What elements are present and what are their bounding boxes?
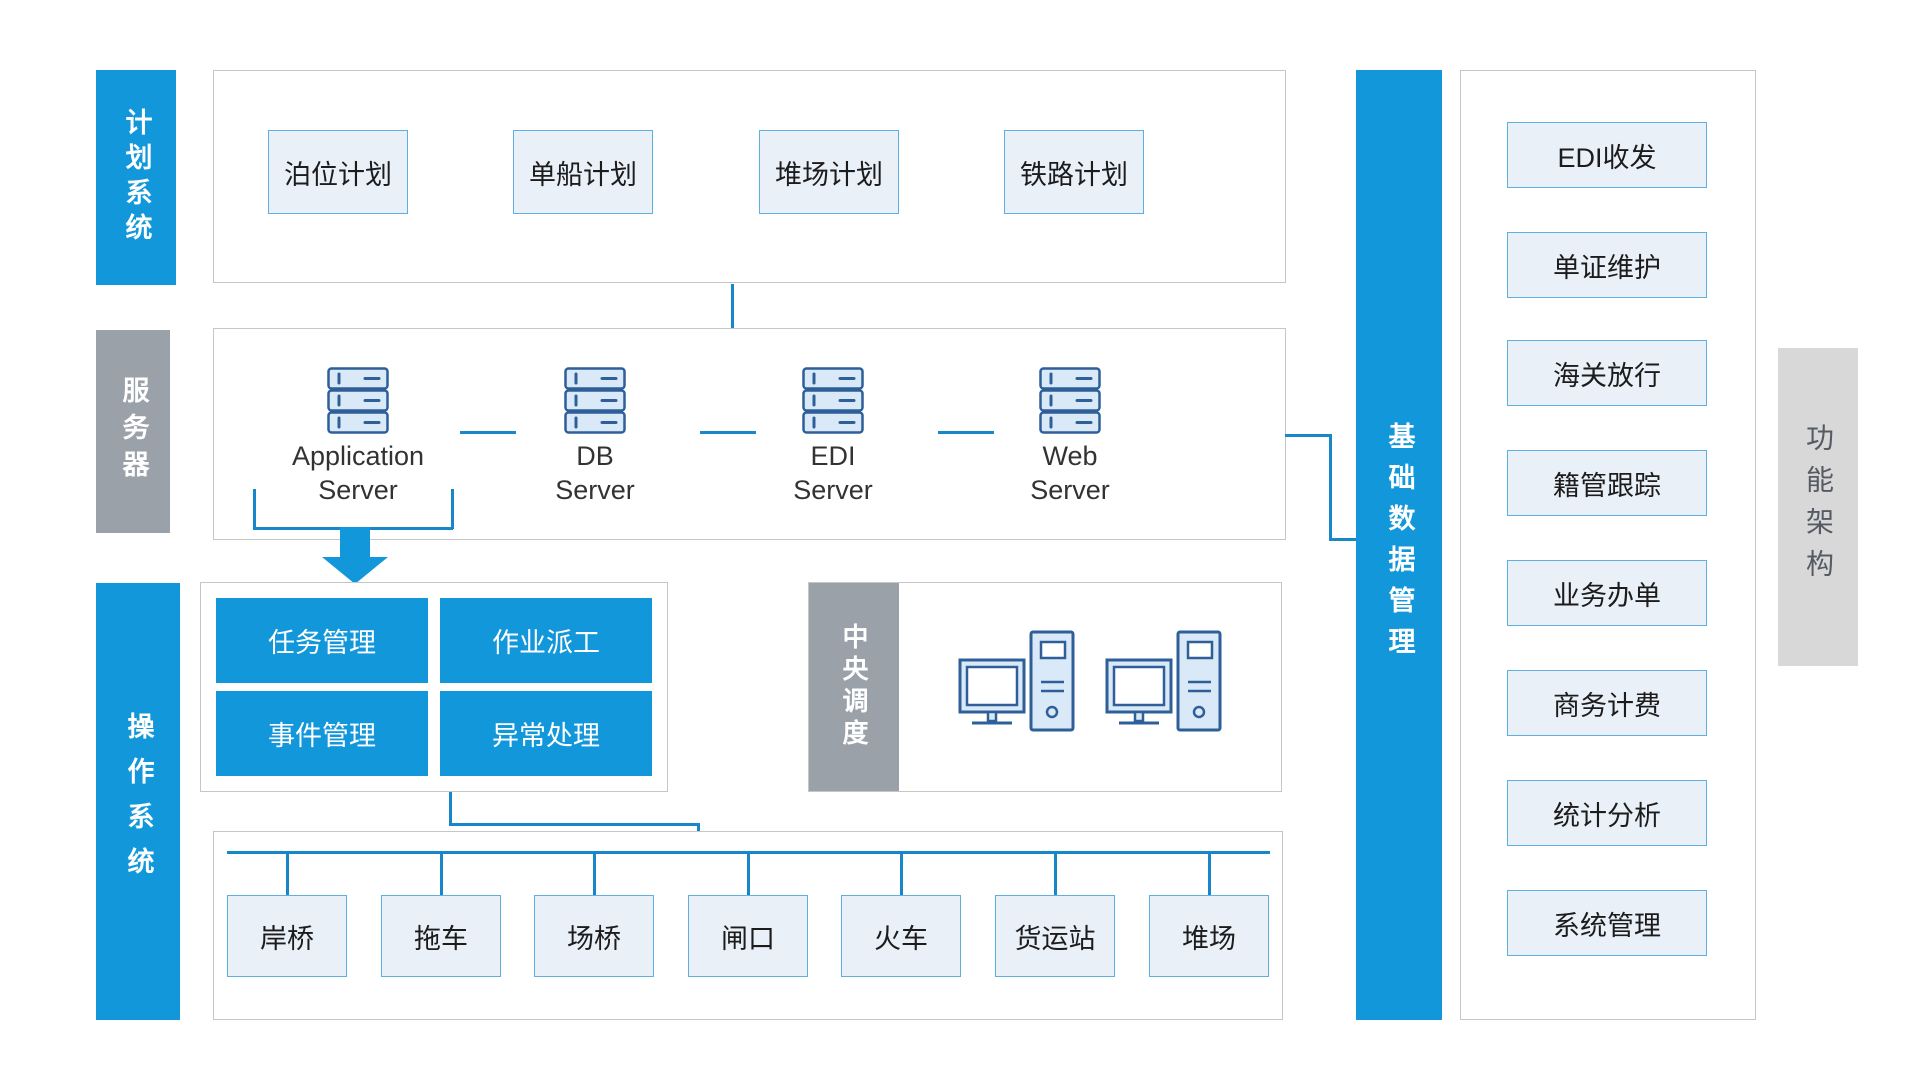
function-box-customs: 海关放行 — [1507, 340, 1707, 406]
server-link-line — [938, 431, 994, 434]
plan-box-vessel: 单船计划 — [513, 130, 653, 214]
central-dispatch-bar: 中央调度 — [809, 583, 899, 791]
operation-system-label: 操作系统 — [123, 711, 154, 892]
function-box-document: 单证维护 — [1507, 232, 1707, 298]
base-data-management-bar: 基础数据管理 — [1356, 70, 1442, 1020]
equipment-box-freight-station: 货运站 — [995, 895, 1115, 977]
architecture-title-label: 功能架构 — [1803, 423, 1834, 591]
function-box-billing: 商务计费 — [1507, 670, 1707, 736]
application-server-label: Application Server — [291, 441, 425, 505]
server-link-line — [700, 431, 756, 434]
task-box-exception: 异常处理 — [440, 691, 652, 776]
bracket-right-line — [451, 489, 454, 529]
bracket-left-line — [253, 489, 256, 529]
equipment-drop-line — [286, 852, 289, 896]
server-section-container — [213, 328, 1286, 540]
equipment-drop-line — [593, 852, 596, 896]
plan-box-rail: 铁路计划 — [1004, 130, 1144, 214]
architecture-title-bar: 功能架构 — [1778, 348, 1858, 666]
operation-system-bar: 操作系统 — [96, 583, 180, 1020]
function-box-business-order: 业务办单 — [1507, 560, 1707, 626]
down-arrow-shaft — [340, 527, 370, 558]
planning-server-connector — [731, 284, 734, 328]
planning-system-bar: 计划系统 — [96, 70, 176, 285]
server-link-line — [460, 431, 516, 434]
equipment-drop-line — [747, 852, 750, 896]
server-bar-label: 服务器 — [118, 376, 149, 487]
web-server-label: Web Server — [1030, 441, 1110, 505]
workstation-icon — [958, 630, 1076, 740]
planning-system-label: 计划系统 — [121, 107, 152, 248]
workstation-icon — [1105, 630, 1223, 740]
function-box-system-mgmt: 系统管理 — [1507, 890, 1707, 956]
function-box-edi: EDI收发 — [1507, 122, 1707, 188]
equipment-drop-line — [440, 852, 443, 896]
group-bus-connector-v1 — [449, 792, 452, 825]
equipment-box-train: 火车 — [841, 895, 961, 977]
equipment-drop-line — [900, 852, 903, 896]
equipment-box-gate: 闸口 — [688, 895, 808, 977]
server-basedata-connector-h2 — [1329, 538, 1356, 541]
equipment-box-yard-crane: 场桥 — [534, 895, 654, 977]
plan-box-berth: 泊位计划 — [268, 130, 408, 214]
web-server-icon — [1039, 367, 1101, 440]
equipment-drop-line — [1054, 852, 1057, 896]
server-basedata-connector-h1 — [1285, 434, 1331, 437]
task-box-event-mgmt: 事件管理 — [216, 691, 428, 776]
equipment-box-yard: 堆场 — [1149, 895, 1269, 977]
equipment-box-quay-crane: 岸桥 — [227, 895, 347, 977]
server-bar: 服务器 — [96, 330, 170, 533]
db-server-icon — [564, 367, 626, 440]
task-box-task-mgmt: 任务管理 — [216, 598, 428, 683]
server-basedata-connector-v — [1329, 434, 1332, 540]
central-dispatch-label: 中央调度 — [839, 623, 869, 751]
db-server-label: DB Server — [555, 441, 635, 505]
function-box-tracking: 籍管跟踪 — [1507, 450, 1707, 516]
down-arrow-icon — [322, 557, 388, 584]
edi-server-icon — [802, 367, 864, 440]
task-box-job-dispatch: 作业派工 — [440, 598, 652, 683]
equipment-drop-line — [1208, 852, 1211, 896]
application-server-icon — [327, 367, 389, 440]
function-box-statistics: 统计分析 — [1507, 780, 1707, 846]
function-panel-container — [1460, 70, 1756, 1020]
group-bus-connector-h — [449, 823, 700, 826]
base-data-management-label: 基础数据管理 — [1384, 422, 1415, 668]
equipment-box-trailer: 拖车 — [381, 895, 501, 977]
plan-box-yard: 堆场计划 — [759, 130, 899, 214]
edi-server-label: EDI Server — [793, 441, 873, 505]
